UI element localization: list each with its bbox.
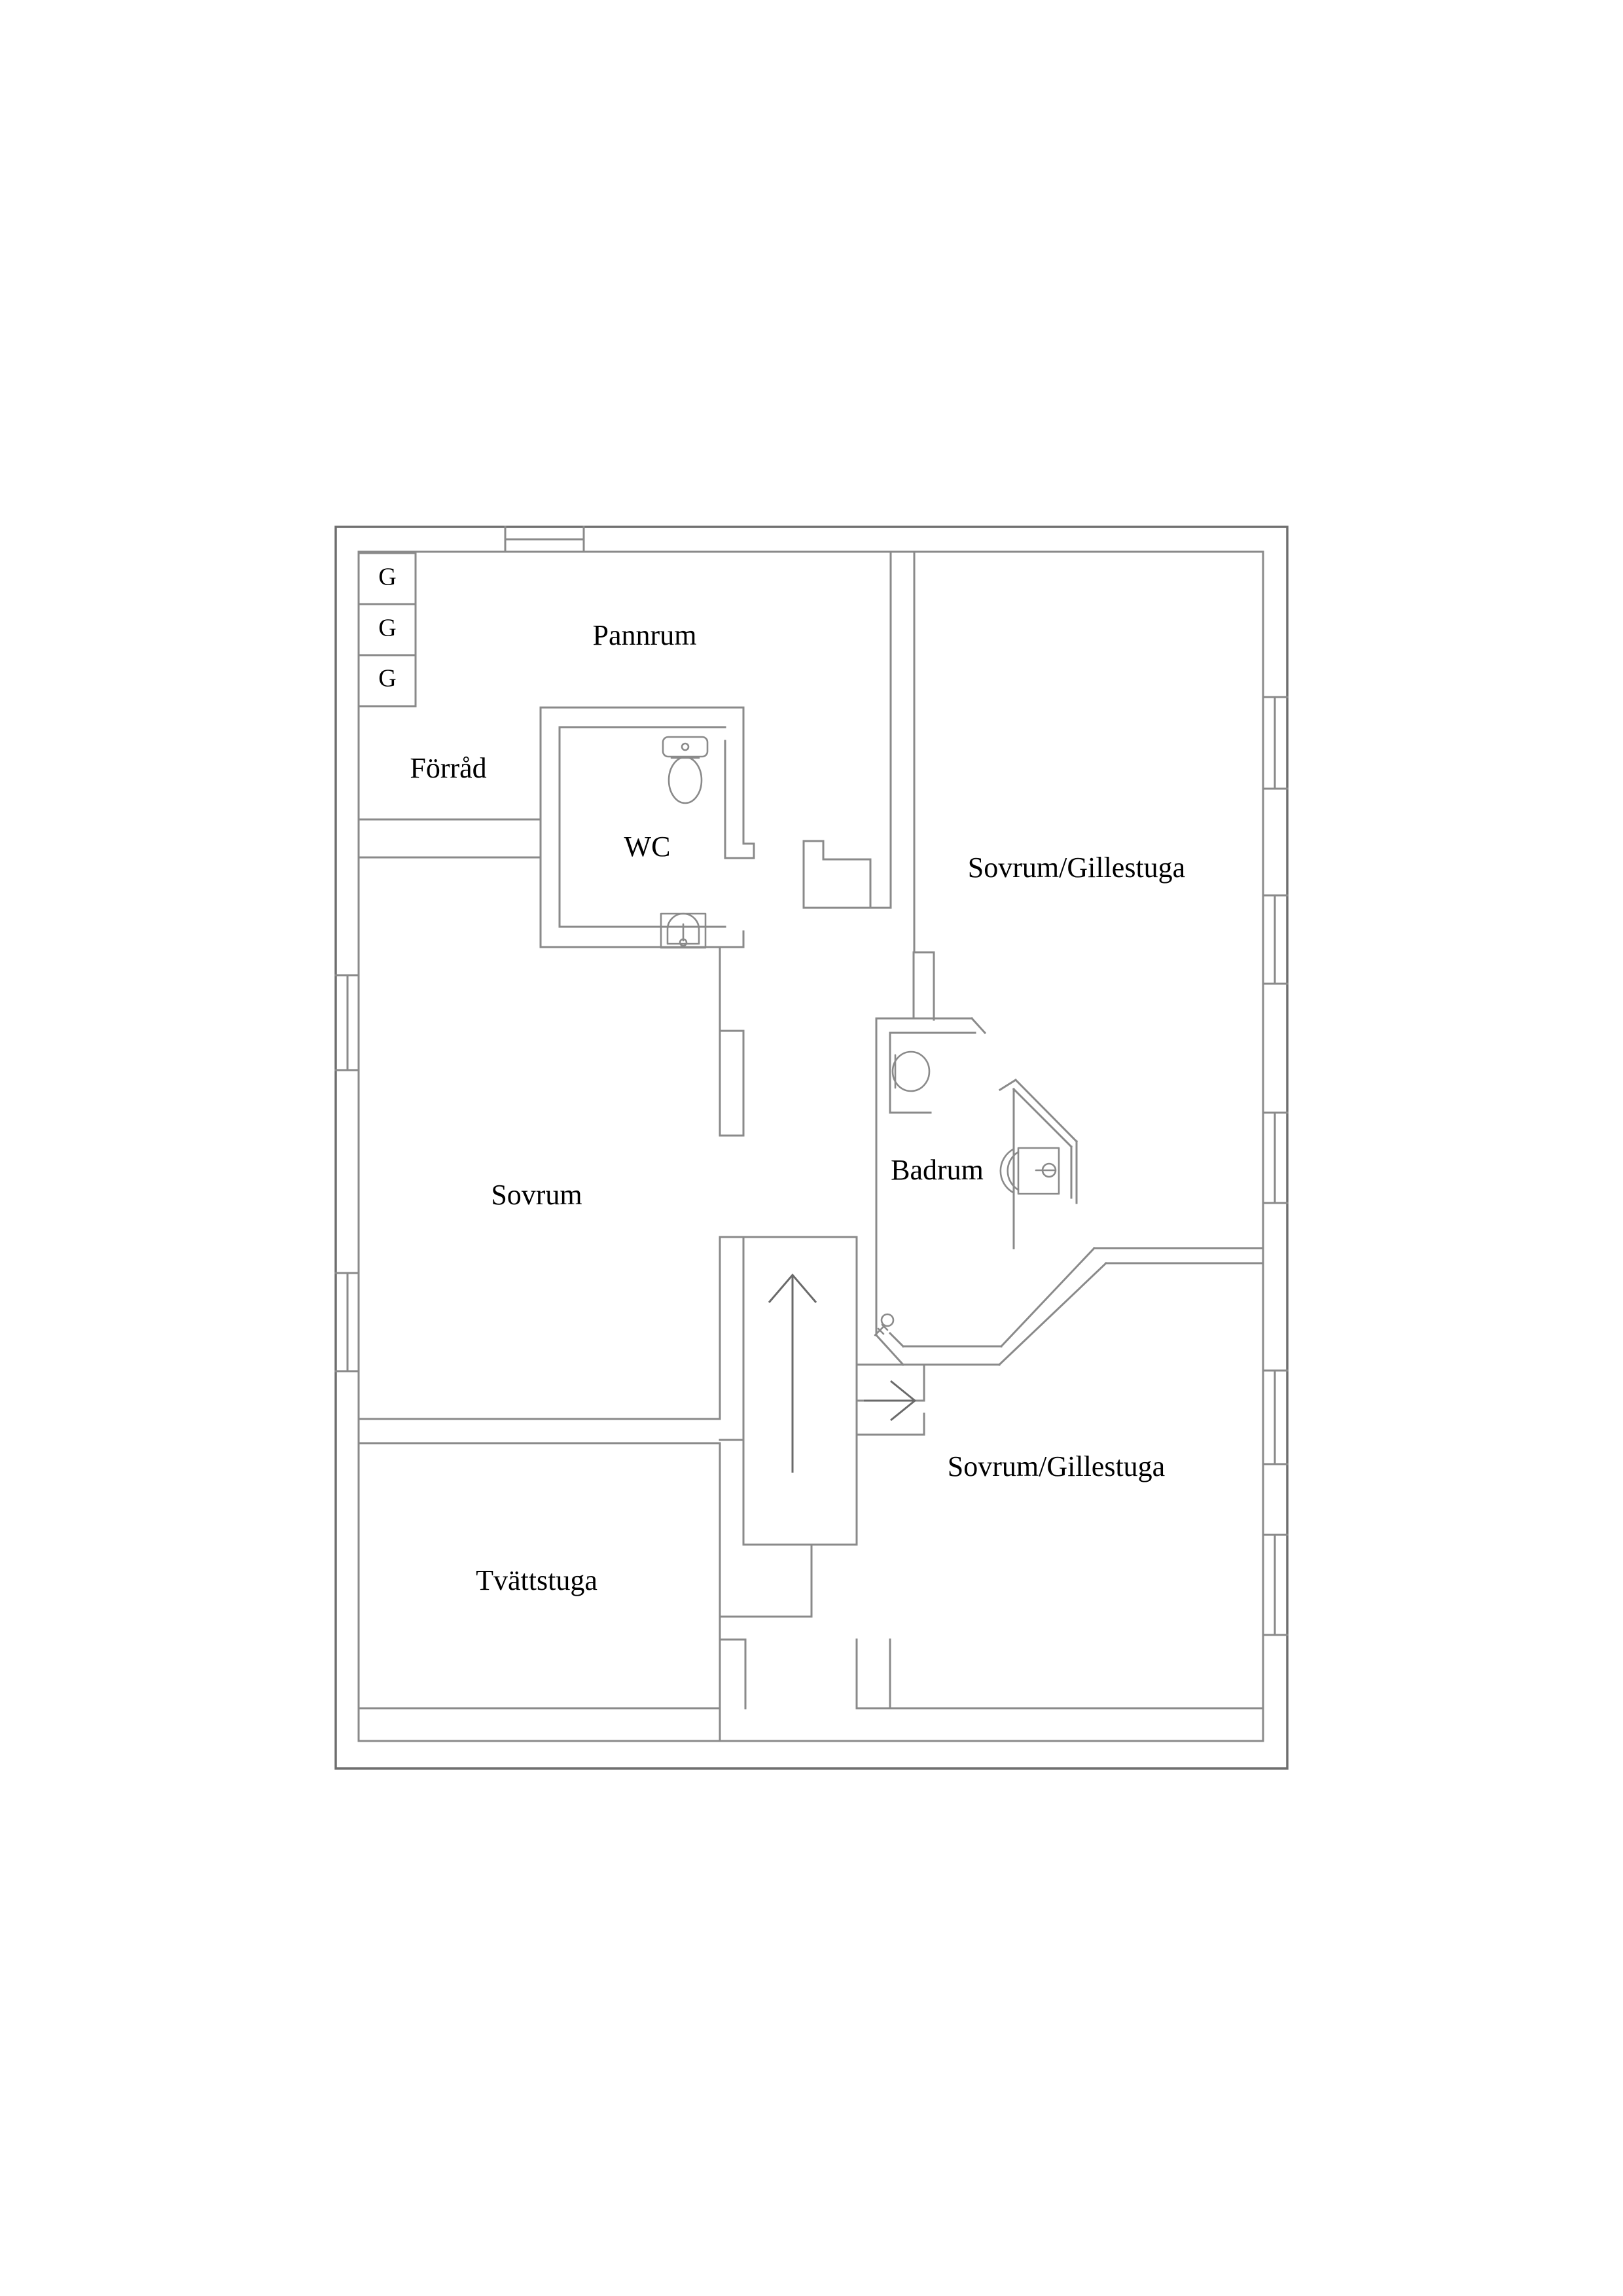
window-right-4	[1262, 1369, 1289, 1465]
window-right-3	[1262, 1111, 1289, 1204]
window-top-wall	[504, 526, 585, 553]
cabinet-label-g3: G	[378, 665, 396, 692]
room-label-pannrum: Pannrum	[593, 619, 697, 651]
window-left-upper	[334, 974, 360, 1071]
bottom-wall-door-openings	[719, 1638, 747, 1710]
stair-right-arrow	[864, 1380, 917, 1422]
wc-walls	[539, 706, 755, 948]
cabinet-labels: G G G	[378, 564, 396, 692]
room-label-sovrum-gillestuga-lower: Sovrum/Gillestuga	[948, 1450, 1165, 1482]
room-label-tvattstuga: Tvättstuga	[476, 1564, 597, 1596]
badrum-walls	[874, 951, 1264, 1367]
room-label-forrad: Förråd	[410, 752, 486, 784]
room-label-sovrum-gillestuga-upper: Sovrum/Gillestuga	[968, 852, 1185, 884]
sovrum-gillestuga-upper-walls	[913, 550, 1264, 954]
room-label-sovrum: Sovrum	[491, 1179, 582, 1211]
stair-core-walls	[719, 1236, 858, 1618]
badrum-toilet-icon	[891, 1050, 931, 1092]
room-labels: Pannrum Förråd WC Sovrum Badrum Sovrum/G…	[410, 619, 1185, 1596]
badrum-floor-drain-icon	[874, 1313, 895, 1336]
room-label-wc: WC	[624, 831, 671, 863]
window-right-1	[1262, 696, 1289, 790]
wc-sink-icon	[660, 912, 707, 949]
window-right-2	[1262, 894, 1289, 985]
stair-up-arrow	[768, 1273, 817, 1473]
cabinet-label-g2: G	[378, 615, 396, 642]
outer-walls	[334, 526, 1289, 1770]
badrum-shower-cabin-icon	[998, 1078, 1079, 1249]
sovrum-gillestuga-lower-walls	[855, 1638, 1264, 1710]
window-left-lower	[334, 1272, 360, 1372]
pannrum-partition-walls	[802, 550, 892, 909]
cabinet-group-g	[357, 552, 417, 708]
wc-toilet-icon	[662, 736, 709, 804]
room-label-badrum: Badrum	[891, 1154, 984, 1186]
window-right-5	[1262, 1534, 1289, 1636]
cabinet-label-g1: G	[378, 564, 396, 591]
